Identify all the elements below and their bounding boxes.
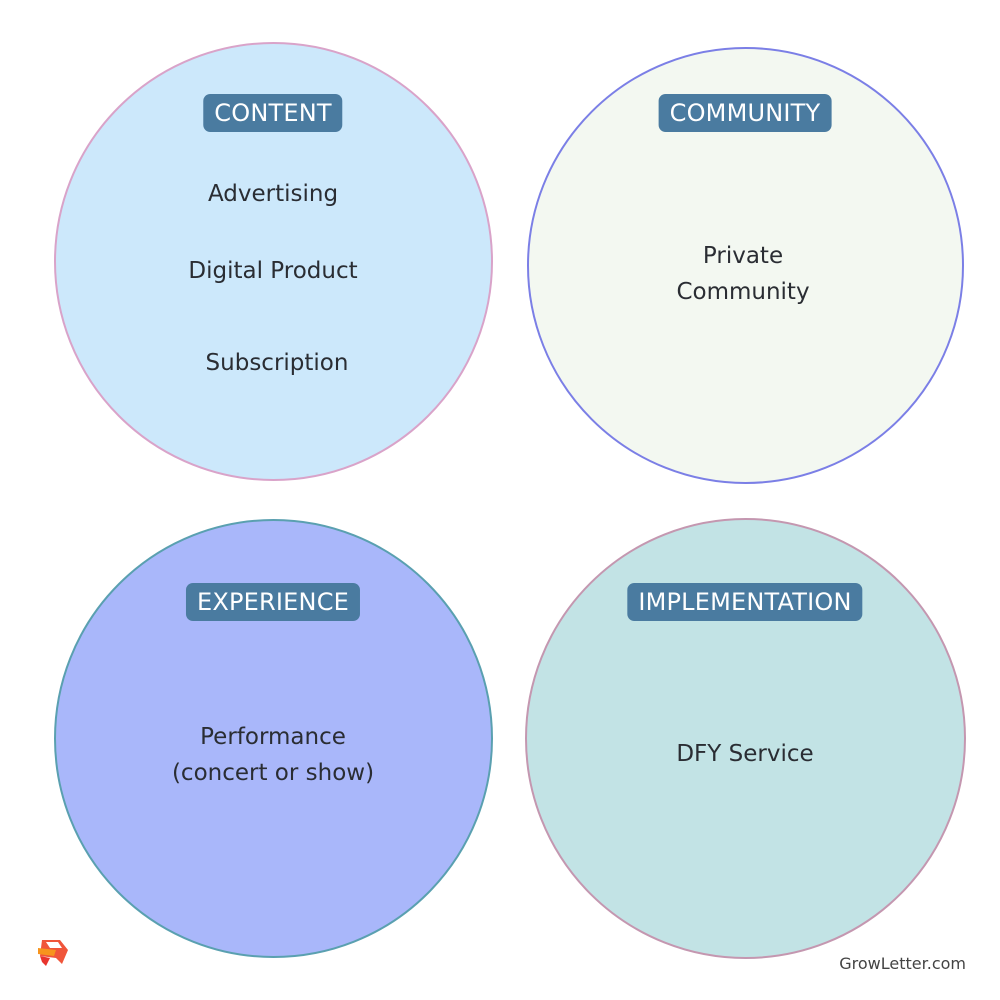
community-label: COMMUNITY [658,94,832,132]
footer-brand: GrowLetter.com [839,954,966,973]
experience-label: EXPERIENCE [185,583,361,621]
content-label: CONTENT [203,94,343,132]
content-item: Subscription [205,350,349,376]
experience-item: (concert or show) [171,760,375,786]
community-item: Community [676,279,810,305]
community-item: Private [702,243,784,269]
content-item: Advertising [207,181,339,207]
growletter-logo-icon [38,940,68,966]
content-item: Digital Product [188,258,358,284]
implementation-label: IMPLEMENTATION [627,583,863,621]
implementation-item: DFY Service [676,741,814,767]
experience-item: Performance [200,724,346,750]
